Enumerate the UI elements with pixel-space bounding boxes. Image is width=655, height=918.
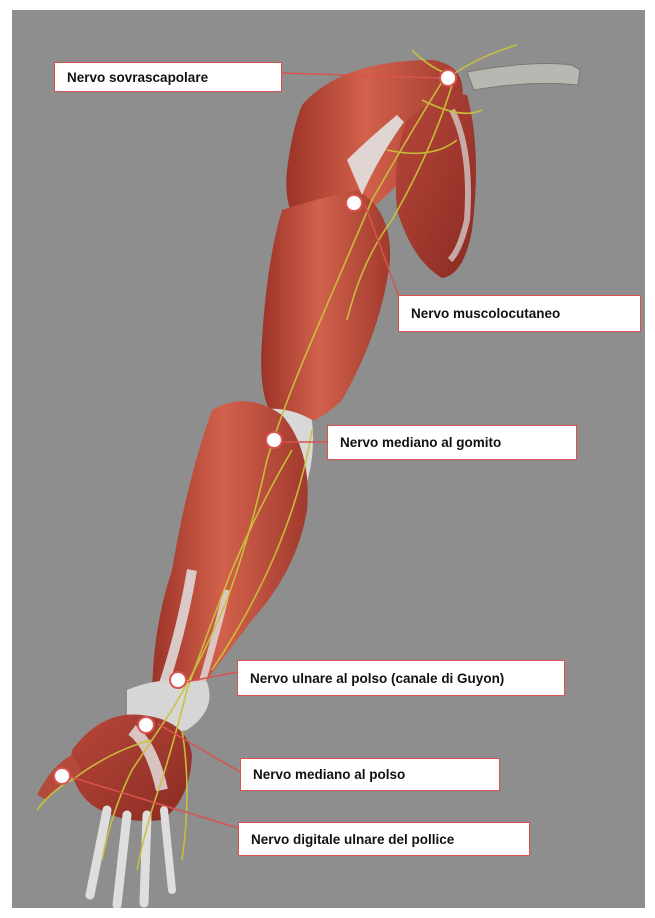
label-median-elbow: Nervo mediano al gomito [327, 425, 577, 460]
scapular-muscles [396, 94, 476, 278]
label-suprascapular: Nervo sovrascapolare [54, 62, 282, 92]
label-median-wrist: Nervo mediano al polso [240, 758, 500, 791]
clavicle-bone [467, 64, 580, 90]
label-digital-thumb: Nervo digitale ulnare del pollice [238, 822, 530, 856]
marker-musculocutaneous [346, 195, 362, 211]
marker-median-wrist [138, 717, 154, 733]
marker-suprascapular [440, 70, 456, 86]
label-ulnar-wrist: Nervo ulnare al polso (canale di Guyon) [237, 660, 565, 696]
label-musculocutaneous: Nervo muscolocutaneo [398, 295, 641, 332]
marker-digital-thumb [54, 768, 70, 784]
anatomy-figure: Nervo sovrascapolare Nervo muscolocutane… [12, 10, 645, 908]
marker-ulnar-wrist [170, 672, 186, 688]
marker-median-elbow [266, 432, 282, 448]
